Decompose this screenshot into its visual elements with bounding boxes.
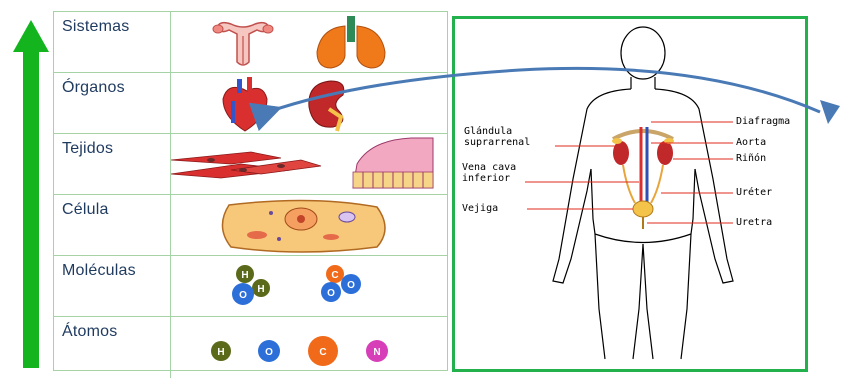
atoms-illustration: H O C N	[171, 317, 447, 377]
bladder	[633, 201, 653, 217]
organization-levels-table: Sistemas Órganos	[53, 11, 448, 371]
kidney-icon	[309, 81, 344, 131]
reproductive-system-icon	[213, 23, 273, 65]
cell-illustration	[171, 195, 447, 255]
label-ureter: Uréter	[736, 187, 772, 198]
svg-text:O: O	[347, 280, 355, 291]
svg-text:O: O	[327, 288, 335, 299]
level-label: Célula	[62, 201, 109, 219]
svg-text:C: C	[319, 347, 326, 358]
label-rinon: Riñón	[736, 153, 766, 164]
level-label: Órganos	[62, 79, 125, 97]
animal-cell-icon	[222, 200, 385, 252]
carbon-atom-icon: C	[308, 336, 338, 366]
label-uretra: Uretra	[736, 217, 772, 228]
svg-text:H: H	[257, 284, 264, 295]
label-glandula-suprarrenal: Glándula suprarrenal	[464, 126, 530, 148]
level-label: Tejidos	[62, 140, 113, 158]
muscle-tissue-icon	[171, 152, 321, 178]
heart-icon	[223, 77, 267, 131]
svg-text:C: C	[331, 270, 338, 281]
level-label: Moléculas	[62, 262, 136, 280]
svg-text:H: H	[241, 270, 248, 281]
oxygen-atom-icon: O	[258, 340, 280, 362]
left-kidney	[613, 141, 629, 165]
molecules-illustration: H H O C O O	[171, 256, 447, 316]
label-vejiga: Vejiga	[462, 203, 498, 214]
svg-text:O: O	[239, 290, 247, 301]
organs-illustration	[171, 73, 447, 133]
diaphragm	[613, 131, 673, 139]
hierarchy-up-arrow	[0, 0, 60, 372]
tissues-illustration	[171, 134, 447, 194]
svg-text:O: O	[265, 347, 273, 358]
svg-text:N: N	[373, 347, 380, 358]
level-row-celula: Célula	[54, 195, 447, 256]
nitrogen-atom-icon: N	[366, 340, 388, 362]
level-row-sistemas: Sistemas	[54, 12, 447, 73]
lungs-icon	[317, 16, 385, 68]
systems-illustration	[171, 12, 447, 72]
level-row-organos: Órganos	[54, 73, 447, 134]
water-molecule-icon: H H O	[232, 265, 270, 305]
co2-molecule-icon: C O O	[321, 265, 361, 302]
urinary-system-panel: Glándula suprarrenal Vena cava inferior …	[452, 16, 808, 372]
label-diafragma: Diafragma	[736, 116, 790, 127]
epithelial-tissue-icon	[353, 138, 433, 188]
hydrogen-atom-icon: H	[211, 341, 231, 361]
level-label: Sistemas	[62, 18, 129, 36]
level-label: Átomos	[62, 323, 117, 341]
right-kidney	[657, 141, 673, 165]
level-row-moleculas: Moléculas H H O C O O	[54, 256, 447, 317]
level-row-atomos: Átomos H O C N	[54, 317, 447, 378]
label-vena-cava-inferior: Vena cava inferior	[462, 162, 516, 184]
label-aorta: Aorta	[736, 137, 766, 148]
level-row-tejidos: Tejidos	[54, 134, 447, 195]
svg-text:H: H	[217, 347, 224, 358]
